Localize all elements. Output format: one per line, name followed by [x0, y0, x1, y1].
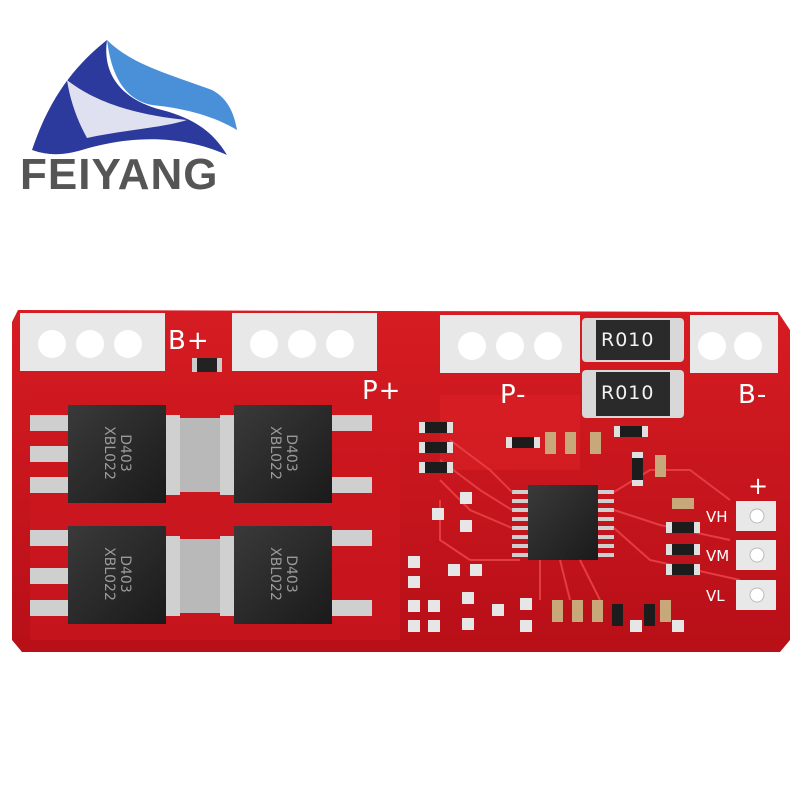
brand-name: FEIYANG — [20, 150, 219, 199]
terminal-pad-p-minus — [440, 315, 580, 373]
terminal-pad-b-plus — [20, 313, 165, 371]
label-vh: VH — [706, 508, 728, 526]
smd-passives — [408, 422, 700, 632]
sense-resistor-1-label: R010 — [601, 329, 655, 351]
label-b-minus: B- — [738, 380, 768, 410]
label-p-plus: P+ — [362, 376, 402, 406]
feiyang-logo-icon — [32, 40, 237, 155]
mosfet-top-right — [200, 405, 372, 503]
label-plus: + — [748, 472, 770, 500]
sense-resistor-2-label: R010 — [601, 382, 655, 404]
protection-ic — [512, 485, 614, 560]
terminal-pad-b-minus — [690, 315, 778, 373]
mosfet-bottom-left — [30, 526, 200, 624]
terminal-pad-p-plus — [232, 313, 377, 371]
label-vm: VM — [706, 547, 730, 565]
label-vl: VL — [706, 587, 725, 605]
mosfet-3-marking: D403 XBL022 — [101, 547, 133, 601]
label-p-minus: P- — [500, 380, 527, 410]
mosfet-2-marking: D403 XBL022 — [267, 426, 299, 480]
mosfet-bottom-right — [200, 526, 372, 624]
mosfet-1-marking: D403 XBL022 — [101, 426, 133, 480]
label-b-plus: B+ — [168, 326, 210, 356]
mosfet-top-left — [30, 405, 200, 503]
side-pin-pads — [736, 501, 776, 610]
mosfet-4-marking: D403 XBL022 — [267, 547, 299, 601]
